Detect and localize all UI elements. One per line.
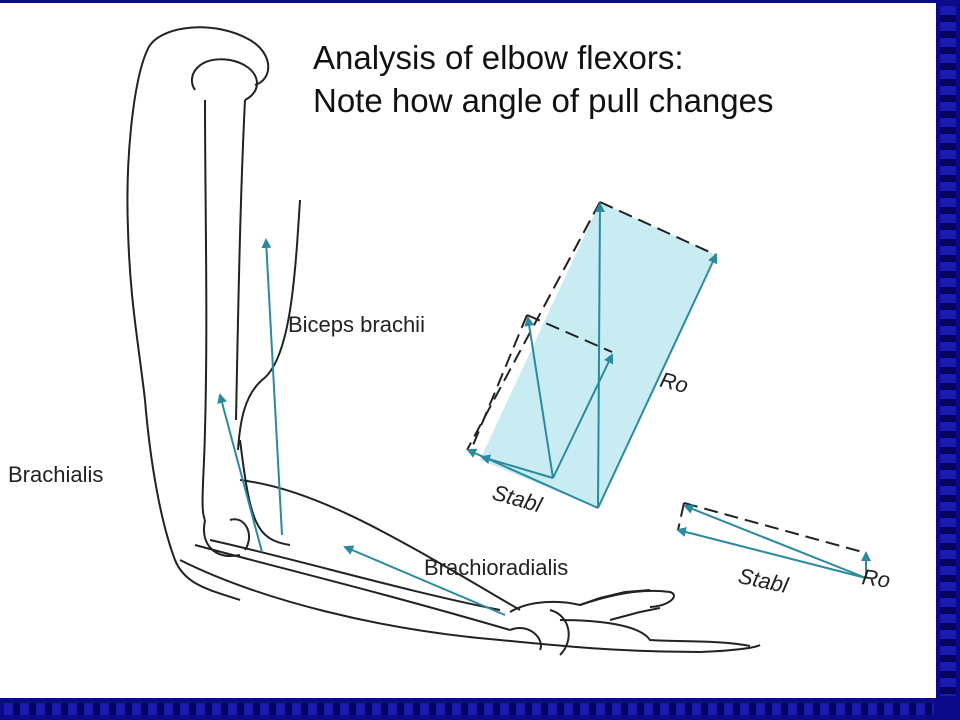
arm-outline	[126, 26, 761, 656]
label-brachioradialis: Brachioradialis	[424, 555, 569, 580]
label-brachialis: Brachialis	[8, 462, 104, 487]
brachioradialis-vector	[343, 545, 506, 616]
label-biceps-brachii: Biceps brachii	[288, 312, 425, 337]
biceps-vector	[261, 238, 283, 536]
slide-border-top	[0, 0, 936, 3]
force-parallelogram	[480, 202, 716, 508]
resultant-mid-vector	[524, 316, 554, 479]
title-line-2: Note how angle of pull changes	[313, 82, 774, 119]
stabl-mid-vector	[480, 454, 554, 479]
title-line-1: Analysis of elbow flexors:	[313, 39, 684, 76]
resultant-upper-vector	[594, 202, 605, 509]
ro-upper-vector	[597, 253, 718, 509]
border-pattern-bottom	[4, 703, 934, 715]
resultant-lower-vector	[683, 504, 867, 579]
slide-title: Analysis of elbow flexors: Note how angl…	[313, 36, 774, 122]
brachialis-vector	[217, 393, 263, 553]
parallelogram-dashed-edges	[466, 201, 867, 554]
label-ro-lower: Ro	[860, 564, 892, 593]
border-pattern-right	[940, 6, 956, 696]
stabl-lower-vector	[676, 527, 867, 579]
force-vectors	[217, 202, 871, 616]
ro-mid-vector	[552, 353, 614, 479]
